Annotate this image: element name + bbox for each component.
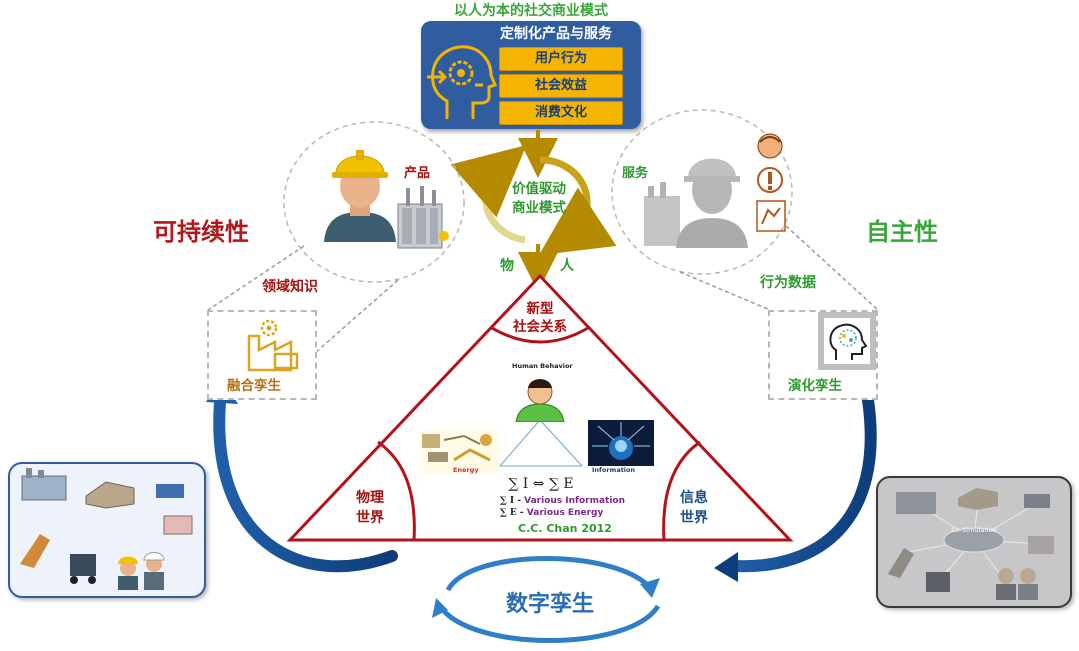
connector-left-b <box>315 279 399 353</box>
triangle-right-arc <box>662 440 701 541</box>
sum-e-glyph: ∑ E - <box>500 508 524 518</box>
cosim-scene-icon <box>888 488 1054 600</box>
cycle-arc-right <box>538 156 617 256</box>
thinking-face-icon <box>757 133 783 159</box>
service-label: 服务 <box>622 166 649 181</box>
legend-energy: ∑ E - Various Energy <box>500 508 603 518</box>
left-swoosh-arrow <box>213 396 398 573</box>
worker-icon <box>324 150 396 242</box>
information-label: Information <box>592 466 636 474</box>
physical-world-label: 物理 世界 <box>340 488 400 528</box>
behavior-data-label: 行为数据 <box>760 275 816 291</box>
new-social-relation-label: 新型 社会关系 <box>490 300 590 336</box>
physical-world-line2: 世界 <box>356 510 384 526</box>
social-benefit-item: 社会效益 <box>499 74 623 98</box>
person-avatar-icon <box>515 379 565 422</box>
exclamation-head-icon <box>757 167 783 193</box>
product-label: 产品 <box>404 166 431 181</box>
custom-products-title: 定制化产品与服务 <box>500 26 612 42</box>
digital-twin-label: 数字孪生 <box>505 592 594 617</box>
brain-head-icon <box>824 318 870 364</box>
factory-gear-icon <box>247 319 299 372</box>
cosim-label: Co-Simulation <box>951 526 997 534</box>
transformer-icon <box>397 186 449 249</box>
cycle-arc-left <box>450 145 527 244</box>
information-icon <box>592 422 650 460</box>
inner-link-1 <box>499 419 541 467</box>
grey-worker-icon <box>644 158 748 248</box>
domain-knowledge-label: 领域知识 <box>262 279 318 295</box>
connector-right-a <box>679 271 771 311</box>
triangle-left-arc <box>377 440 416 541</box>
user-behavior-item: 用户行为 <box>499 47 623 71</box>
info-world-line2: 世界 <box>680 510 708 526</box>
information-image-box <box>588 420 654 466</box>
right-cosim-panel: Co-Simulation <box>876 476 1072 608</box>
service-ellipse <box>611 109 793 275</box>
legend-energy-text: Various Energy <box>526 508 604 518</box>
connector-right-b <box>785 225 879 311</box>
legend-info-text: Various Information <box>524 496 626 506</box>
bottom-cycle-bottom <box>437 604 661 643</box>
energy-info-formula: ∑ I ⇔ ∑ E <box>508 476 574 492</box>
sustainability-heading: 可持续性 <box>153 218 249 246</box>
ren-label: 人 <box>560 258 574 274</box>
brain-hand-icon <box>756 200 786 232</box>
triangle-top-arc <box>491 326 589 344</box>
value-driven-line2: 商业模式 <box>512 200 566 216</box>
energy-label: Energy <box>453 466 479 474</box>
consumer-culture-item: 消费文化 <box>499 101 623 125</box>
custom-products-box: 定制化产品与服务 用户行为 社会效益 消费文化 <box>421 21 641 129</box>
credit-label: C.C. Chan 2012 <box>518 522 612 535</box>
evolution-twin-box: 演化孪生 <box>768 310 878 400</box>
fusion-twin-box: 融合孪生 <box>207 310 317 400</box>
head-gears-icon <box>427 45 497 119</box>
energy-icon <box>422 434 492 462</box>
info-world-label: 信息 世界 <box>664 488 724 528</box>
human-behavior-label: Human Behavior <box>512 362 573 370</box>
brain-head-icon-frame <box>818 312 876 370</box>
top-title: 以人为本的社交商业模式 <box>454 3 608 19</box>
inner-link-2 <box>539 419 583 467</box>
right-swoosh-arrow <box>728 394 877 573</box>
physical-world-line1: 物理 <box>356 490 384 506</box>
fusion-twin-label: 融合孪生 <box>227 378 281 394</box>
info-world-line1: 信息 <box>680 490 708 506</box>
bottom-cycle-top <box>445 556 654 592</box>
evolution-twin-label: 演化孪生 <box>788 378 842 394</box>
right-swoosh-head <box>714 552 738 582</box>
energy-image-box <box>420 430 500 474</box>
value-driven-label: 价值驱动 商业模式 <box>494 180 584 218</box>
autonomy-heading: 自主性 <box>866 218 938 246</box>
legend-info: ∑ I - Various Information <box>500 496 625 506</box>
product-ellipse <box>283 121 465 283</box>
wu-label: 物 <box>500 258 514 274</box>
value-driven-line1: 价值驱动 <box>512 181 566 197</box>
factory-scene-icon <box>20 468 193 590</box>
sum-i-glyph: ∑ I - <box>500 496 521 506</box>
connector-left-a <box>207 245 305 311</box>
left-factory-panel <box>8 462 206 598</box>
new-social-line1: 新型 <box>526 301 554 317</box>
new-social-line2: 社会关系 <box>513 319 567 335</box>
